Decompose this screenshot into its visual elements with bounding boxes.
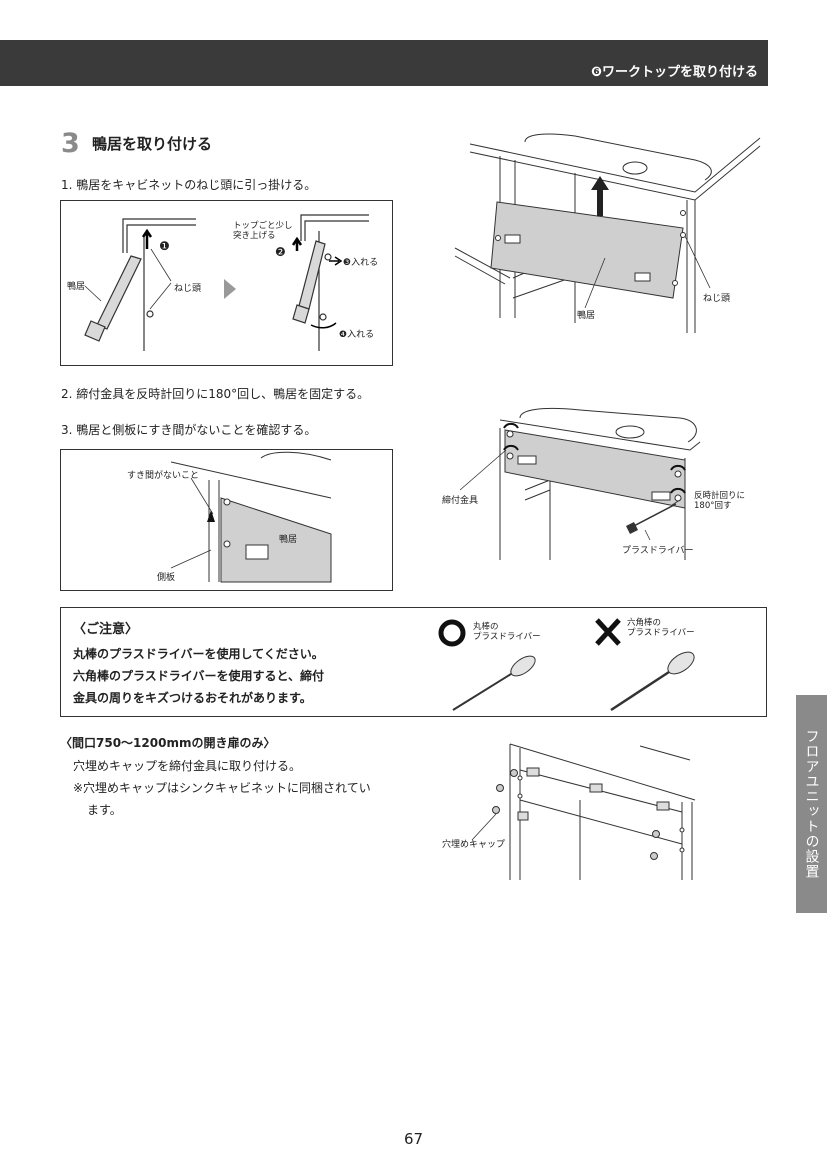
figure-hole-caps: 穴埋めキャップ [430, 730, 705, 880]
label-screw-head-2: ねじ頭 [703, 294, 731, 304]
note-line-1: 穴埋めキャップを締付金具に取り付ける。 [73, 759, 302, 773]
label-step2: ❷ [275, 245, 286, 259]
label-step4: ❹入れる [339, 330, 375, 340]
instruction-1: 1. 鴨居をキャビネットのねじ頭に引っ掛ける。 [61, 178, 317, 192]
figure-gap-check: すき間がないこと 鴨居 側板 [60, 449, 393, 591]
ng-cross-icon [595, 618, 621, 646]
label-kamoi: 鴨居 [67, 282, 86, 292]
instruction-2: 2. 締付金具を反時計回りに180°回し、鴨居を固定する。 [61, 387, 370, 401]
round-screwdriver-icon [452, 655, 536, 711]
label-step3: ❸入れる [343, 258, 379, 268]
figure5-drawing [471, 743, 696, 880]
figure-cabinet-kamoi: ねじ頭 鴨居 [454, 128, 767, 333]
figure2-drawing [454, 133, 761, 333]
side-tab-label: フロアユニットの設置 [803, 729, 820, 879]
hex-screwdriver-icon [610, 651, 695, 712]
figure4-drawing [170, 451, 332, 583]
caution-title: 〈ご注意〉 [73, 622, 139, 637]
label-screw-head: ねじ頭 [174, 284, 202, 294]
caution-line-3: 金具の周りをキズつけるおそれがあります。 [73, 691, 312, 705]
label-step1: ❶ [159, 239, 170, 253]
note-line-3: ます。 [87, 803, 122, 817]
step-title: 鴨居を取り付ける [92, 135, 213, 153]
label-lift-top: トップごと少し 突き上げる [233, 221, 293, 241]
caution-drawings [438, 618, 695, 712]
figure3-drawing [459, 407, 701, 560]
section-title: ❻ワークトップを取り付ける [590, 65, 758, 80]
step-number: 3 [61, 128, 80, 159]
ok-circle-icon [438, 619, 466, 647]
note-title: 〈間口750〜1200mmの開き扉のみ〉 [60, 736, 276, 750]
figure1-drawing [84, 214, 369, 351]
side-tab: フロアユニットの設置 [796, 695, 827, 913]
label-rotate: 反時計回りに 180°回す [694, 491, 746, 511]
label-hole-cap: 穴埋めキャップ [442, 840, 506, 850]
label-kamoi-2: 鴨居 [577, 311, 596, 321]
caution-line-2: 六角棒のプラスドライバーを使用すると、締付 [73, 669, 325, 683]
note-line-2: ※穴埋めキャップはシンクキャビネットに同梱されてい [73, 781, 371, 795]
header-bar: ❻ワークトップを取り付ける [0, 40, 768, 86]
good-label: 丸棒の プラスドライバー [473, 622, 541, 642]
label-fastener: 締付金具 [442, 496, 479, 506]
page-number: 67 [403, 1130, 424, 1148]
label-no-gap: すき間がないこと [127, 471, 200, 481]
caution-box: 〈ご注意〉 丸棒のプラスドライバーを使用してください。 六角棒のプラスドライバー… [60, 607, 767, 717]
caution-line-1: 丸棒のプラスドライバーを使用してください。 [73, 647, 324, 661]
figure-fastener-rotate: 締付金具 反時計回りに 180°回す プラスドライバー [440, 400, 770, 560]
caution-body: 丸棒のプラスドライバーを使用してください。 六角棒のプラスドライバーを使用すると… [73, 643, 324, 709]
label-side-panel: 側板 [157, 573, 176, 583]
instruction-3: 3. 鴨居と側板にすき間がないことを確認する。 [61, 423, 317, 437]
label-screwdriver: プラスドライバー [622, 546, 694, 556]
bad-label: 六角棒の プラスドライバー [627, 618, 695, 638]
label-kamoi-3: 鴨居 [279, 535, 298, 545]
figure-hook-kamoi: 鴨居 ねじ頭 トップごと少し 突き上げる ❶ ❷ ❸入れる ❹入れる [60, 200, 393, 366]
